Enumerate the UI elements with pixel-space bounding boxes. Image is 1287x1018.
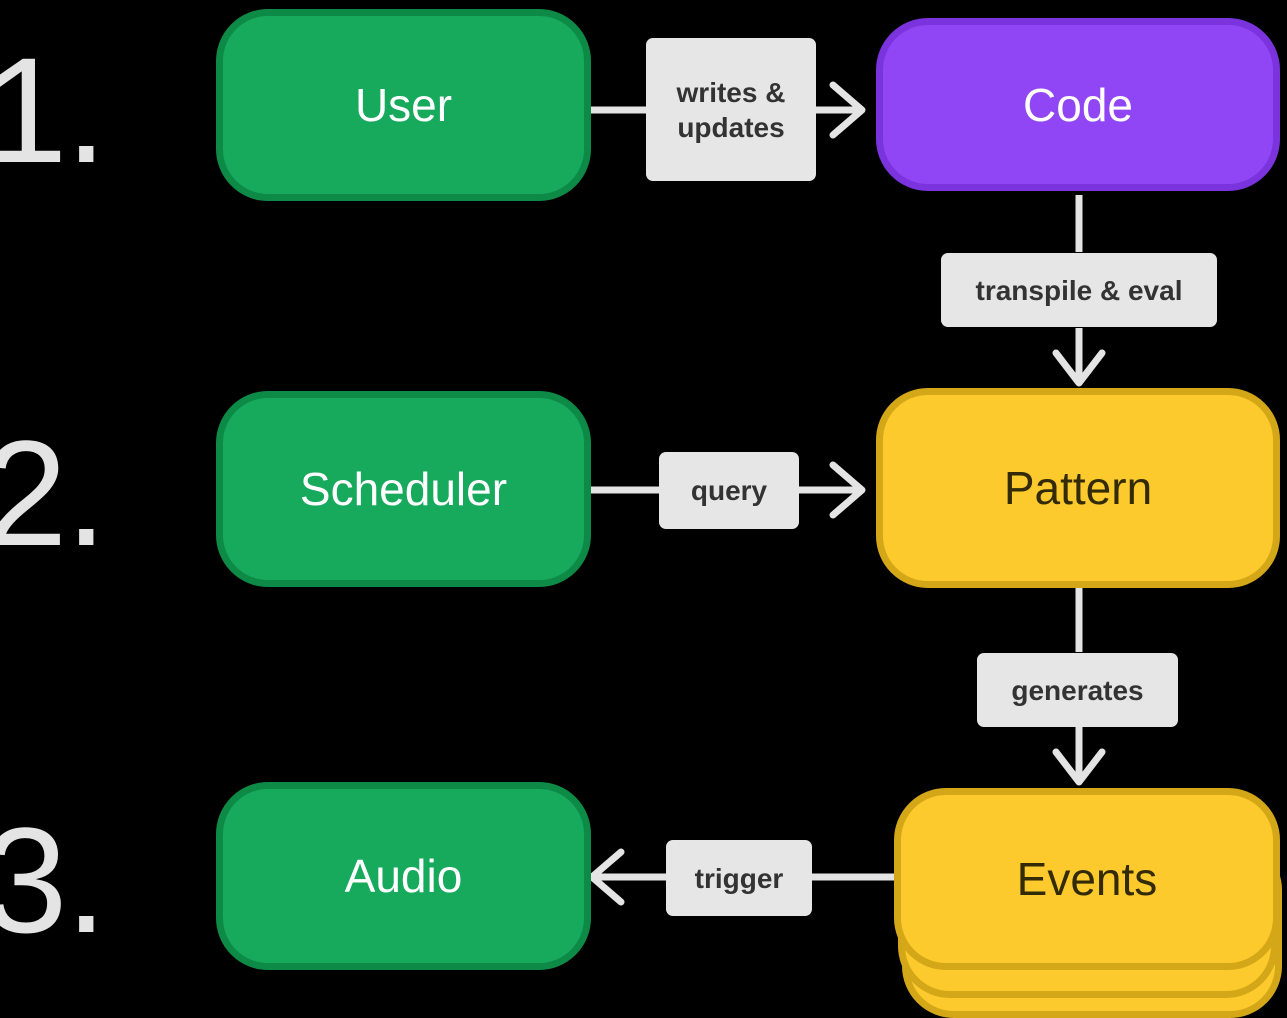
arrowhead-scheduler-pattern-icon — [829, 461, 866, 519]
node-scheduler[interactable]: Scheduler — [216, 391, 591, 587]
edge-label-generates: generates — [977, 653, 1178, 727]
node-audio-label: Audio — [344, 850, 463, 902]
node-code[interactable]: Code — [876, 18, 1280, 191]
node-scheduler-label: Scheduler — [299, 463, 508, 515]
node-pattern[interactable]: Pattern — [876, 388, 1280, 588]
arrowhead-pattern-events-icon — [1052, 748, 1106, 786]
edge-label-query-text: query — [690, 475, 768, 506]
node-user-label: User — [354, 79, 453, 131]
node-audio[interactable]: Audio — [216, 782, 591, 970]
edge-label-query: query — [659, 452, 799, 529]
node-user[interactable]: User — [216, 9, 591, 201]
edge-label-writes-updates: writes & updates — [646, 38, 816, 181]
edge-label-writes-updates-line1: writes & — [676, 76, 786, 108]
edge-label-generates-text: generates — [1011, 674, 1144, 706]
arrowhead-user-code-icon — [829, 81, 866, 139]
node-events-label: Events — [1016, 853, 1158, 905]
edge-label-trigger: trigger — [666, 840, 812, 916]
arrowhead-code-pattern-icon — [1052, 349, 1106, 387]
step-number-1: 1. — [0, 26, 107, 194]
arrowhead-events-audio-icon — [588, 848, 625, 906]
step-number-2: 2. — [0, 409, 107, 577]
edge-label-writes-updates-line2: updates — [677, 111, 785, 143]
step-number-3: 3. — [0, 796, 107, 964]
edge-label-trigger-text: trigger — [694, 862, 784, 894]
node-pattern-label: Pattern — [1003, 462, 1153, 514]
node-code-label: Code — [1023, 78, 1133, 131]
node-events[interactable]: Events — [894, 788, 1280, 970]
edge-label-transpile-eval: transpile & eval — [941, 253, 1217, 327]
edge-label-transpile-eval-text: transpile & eval — [975, 274, 1183, 306]
